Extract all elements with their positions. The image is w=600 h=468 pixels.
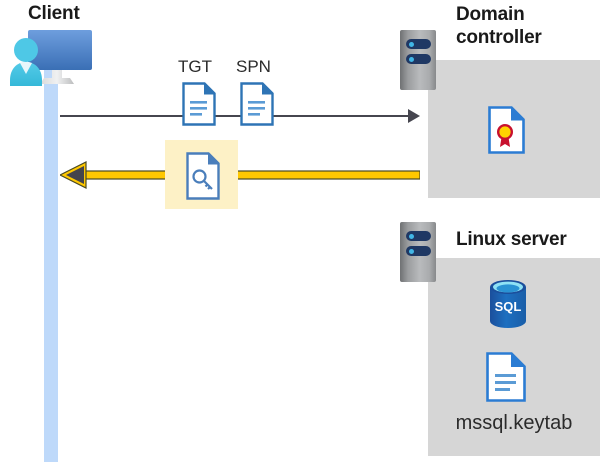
server-bay-icon [406,246,431,256]
response-arrow [58,160,421,190]
server-bay-icon [406,39,431,49]
server-led-icon [409,56,414,62]
server-led-icon [409,41,414,47]
domain-controller-title: Domain controller [456,4,542,48]
linux-server-title: Linux server [456,229,567,250]
sql-database-icon: SQL [486,278,530,330]
server-led-icon [409,233,414,239]
sql-badge-text: SQL [495,299,522,314]
server-bay-icon [406,54,431,64]
keytab-filename-caption: mssql.keytab [455,412,573,434]
certificate-document-icon [488,106,525,154]
domain-controller-server-icon [400,30,436,90]
linux-server-icon [400,222,436,282]
request-arrow [60,106,420,126]
client-title: Client [28,3,80,24]
tgt-label: TGT [178,57,212,76]
server-led-icon [409,248,414,254]
spn-label: SPN [236,57,271,76]
client-lifeline [44,62,58,462]
keytab-document-icon [486,352,526,402]
server-bay-icon [406,231,431,241]
key-document-icon [186,152,220,200]
client-workstation-icon [8,22,104,92]
spn-document-icon [240,82,274,126]
tgt-document-icon [182,82,216,126]
